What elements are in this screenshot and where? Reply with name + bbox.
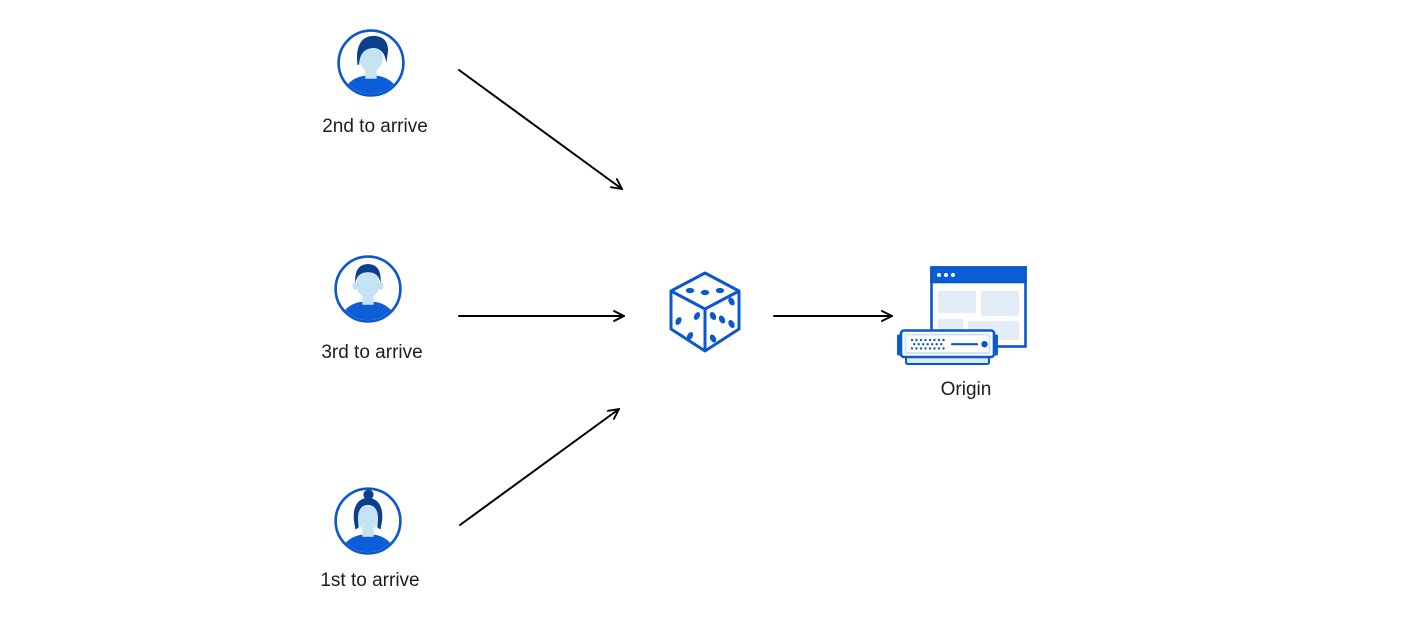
user-third-label: 3rd to arrive — [321, 342, 423, 363]
edge-user1-to-dice — [459, 408, 620, 526]
dice-icon — [669, 271, 741, 353]
server-vent-dots — [910, 338, 945, 350]
female-user-avatar — [334, 487, 402, 555]
user-second-label: 2nd to arrive — [322, 116, 428, 137]
origin-label: Origin — [940, 379, 992, 400]
male-user-avatar — [334, 255, 402, 323]
edge-user2-to-dice — [458, 69, 623, 190]
server-icon — [897, 329, 998, 365]
male-user-avatar — [337, 29, 405, 97]
user-first-label: 1st to arrive — [320, 570, 420, 591]
